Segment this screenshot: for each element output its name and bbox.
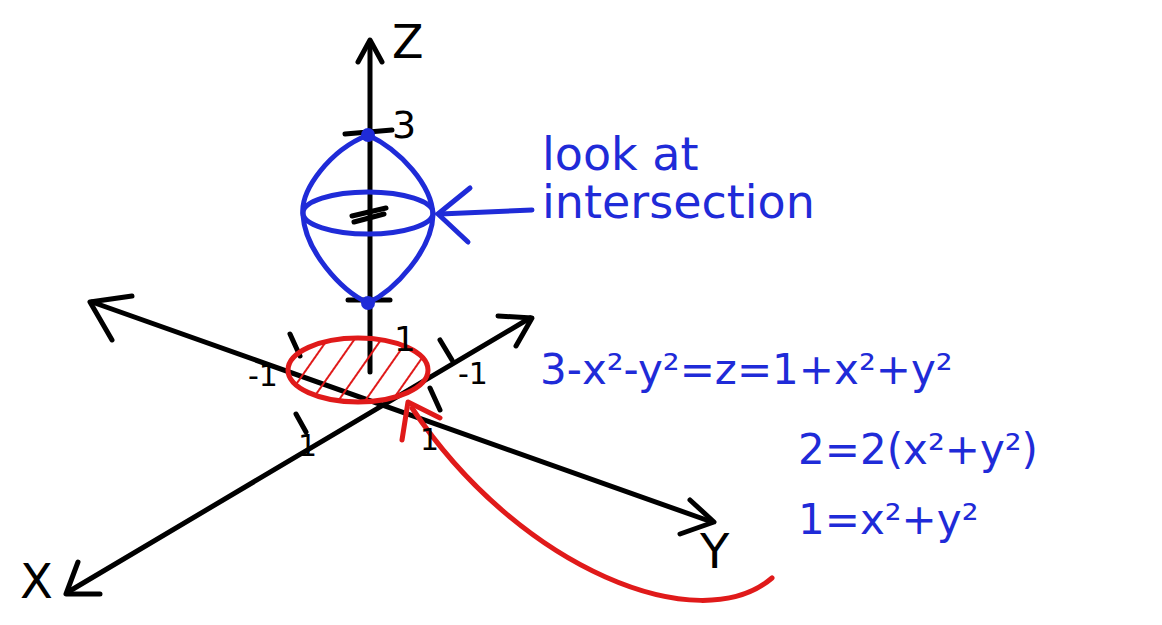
tick-number: 3 xyxy=(392,106,416,146)
axis-label: Y xyxy=(700,526,729,576)
tick-number: -1 xyxy=(458,358,488,390)
tick-number: 1 xyxy=(394,322,416,358)
equation: 1=x²+y² xyxy=(798,498,979,542)
tick-number: 1 xyxy=(298,430,317,462)
axis-label: Z xyxy=(392,18,424,66)
tick-number: -1 xyxy=(248,360,278,392)
equation: 3-x²-y²=z=1+x²+y² xyxy=(540,348,953,392)
equation: 2=2(x²+y²) xyxy=(798,428,1038,472)
note-text: look at intersection xyxy=(542,130,815,227)
tick-number: 1 xyxy=(420,424,439,456)
axis-label: X xyxy=(20,556,53,606)
